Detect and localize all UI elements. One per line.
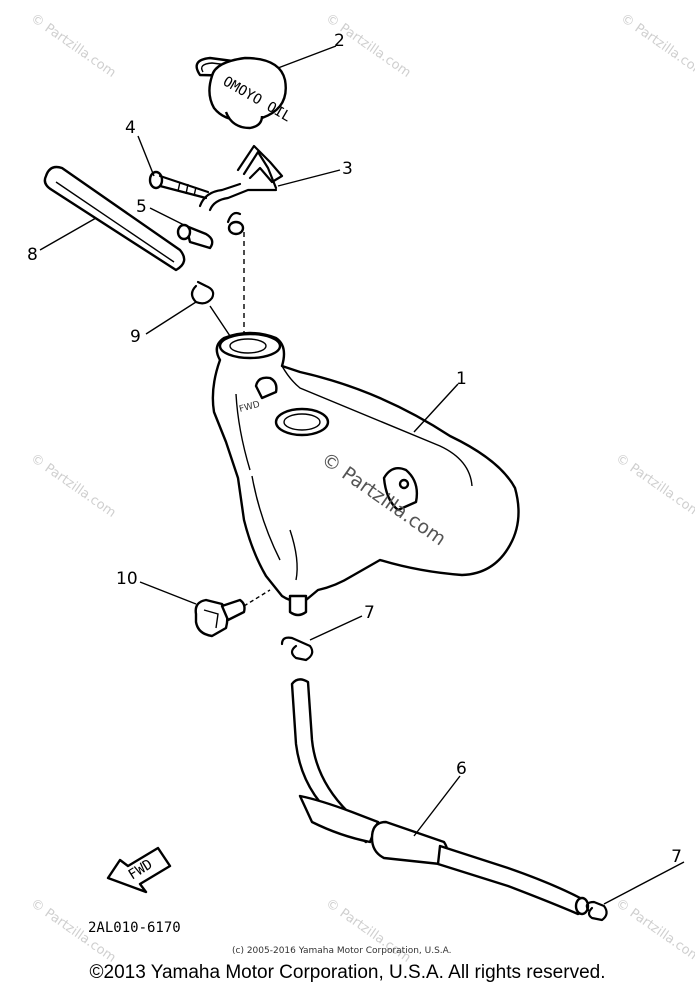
part-3-cap-holder[interactable] bbox=[198, 144, 284, 236]
callout-3: 3 bbox=[342, 159, 353, 179]
callout-7-upper: 7 bbox=[364, 603, 375, 623]
callout-9: 9 bbox=[130, 327, 141, 347]
part-6-oil-hose[interactable] bbox=[290, 678, 590, 916]
watermark-top-left: © Partzilla.com bbox=[28, 11, 119, 81]
fwd-arrow: FWD bbox=[106, 846, 172, 894]
callout-5: 5 bbox=[136, 197, 147, 217]
watermark-mid-left: © Partzilla.com bbox=[28, 451, 119, 521]
watermark-top-right: © Partzilla.com bbox=[618, 11, 695, 81]
callout-7-lower: 7 bbox=[671, 847, 682, 867]
callout-6: 6 bbox=[456, 759, 467, 779]
part-4-bolt[interactable] bbox=[148, 170, 210, 200]
small-copyright: (c) 2005-2016 Yamaha Motor Corporation, … bbox=[232, 946, 452, 956]
callout-8: 8 bbox=[27, 245, 38, 265]
part-1-oil-tank[interactable]: FWD bbox=[211, 331, 520, 617]
part-7-clip-upper[interactable] bbox=[280, 636, 314, 662]
leader-lines bbox=[39, 45, 685, 905]
watermark-mid-right: © Partzilla.com bbox=[613, 451, 695, 521]
watermark-bottom-right: © Partzilla.com bbox=[613, 896, 695, 966]
diagram-code: 2AL010-6170 bbox=[88, 920, 181, 936]
callout-4: 4 bbox=[125, 118, 136, 138]
part-5-collar[interactable] bbox=[176, 223, 214, 250]
part-2-oil-cap[interactable]: OMOYO OIL bbox=[195, 56, 294, 130]
callout-1: 1 bbox=[456, 369, 467, 389]
part-8-breather-hose[interactable] bbox=[43, 165, 186, 272]
footer-copyright: ©2013 Yamaha Motor Corporation, U.S.A. A… bbox=[89, 962, 606, 983]
callout-numbers: 2 3 4 5 8 9 1 10 7 6 7 bbox=[27, 31, 682, 867]
callout-2: 2 bbox=[334, 31, 345, 51]
part-9-clip[interactable] bbox=[190, 280, 215, 305]
part-7-clip-lower[interactable] bbox=[585, 900, 608, 922]
callout-10: 10 bbox=[116, 569, 138, 589]
part-10-bolt[interactable] bbox=[194, 589, 271, 638]
